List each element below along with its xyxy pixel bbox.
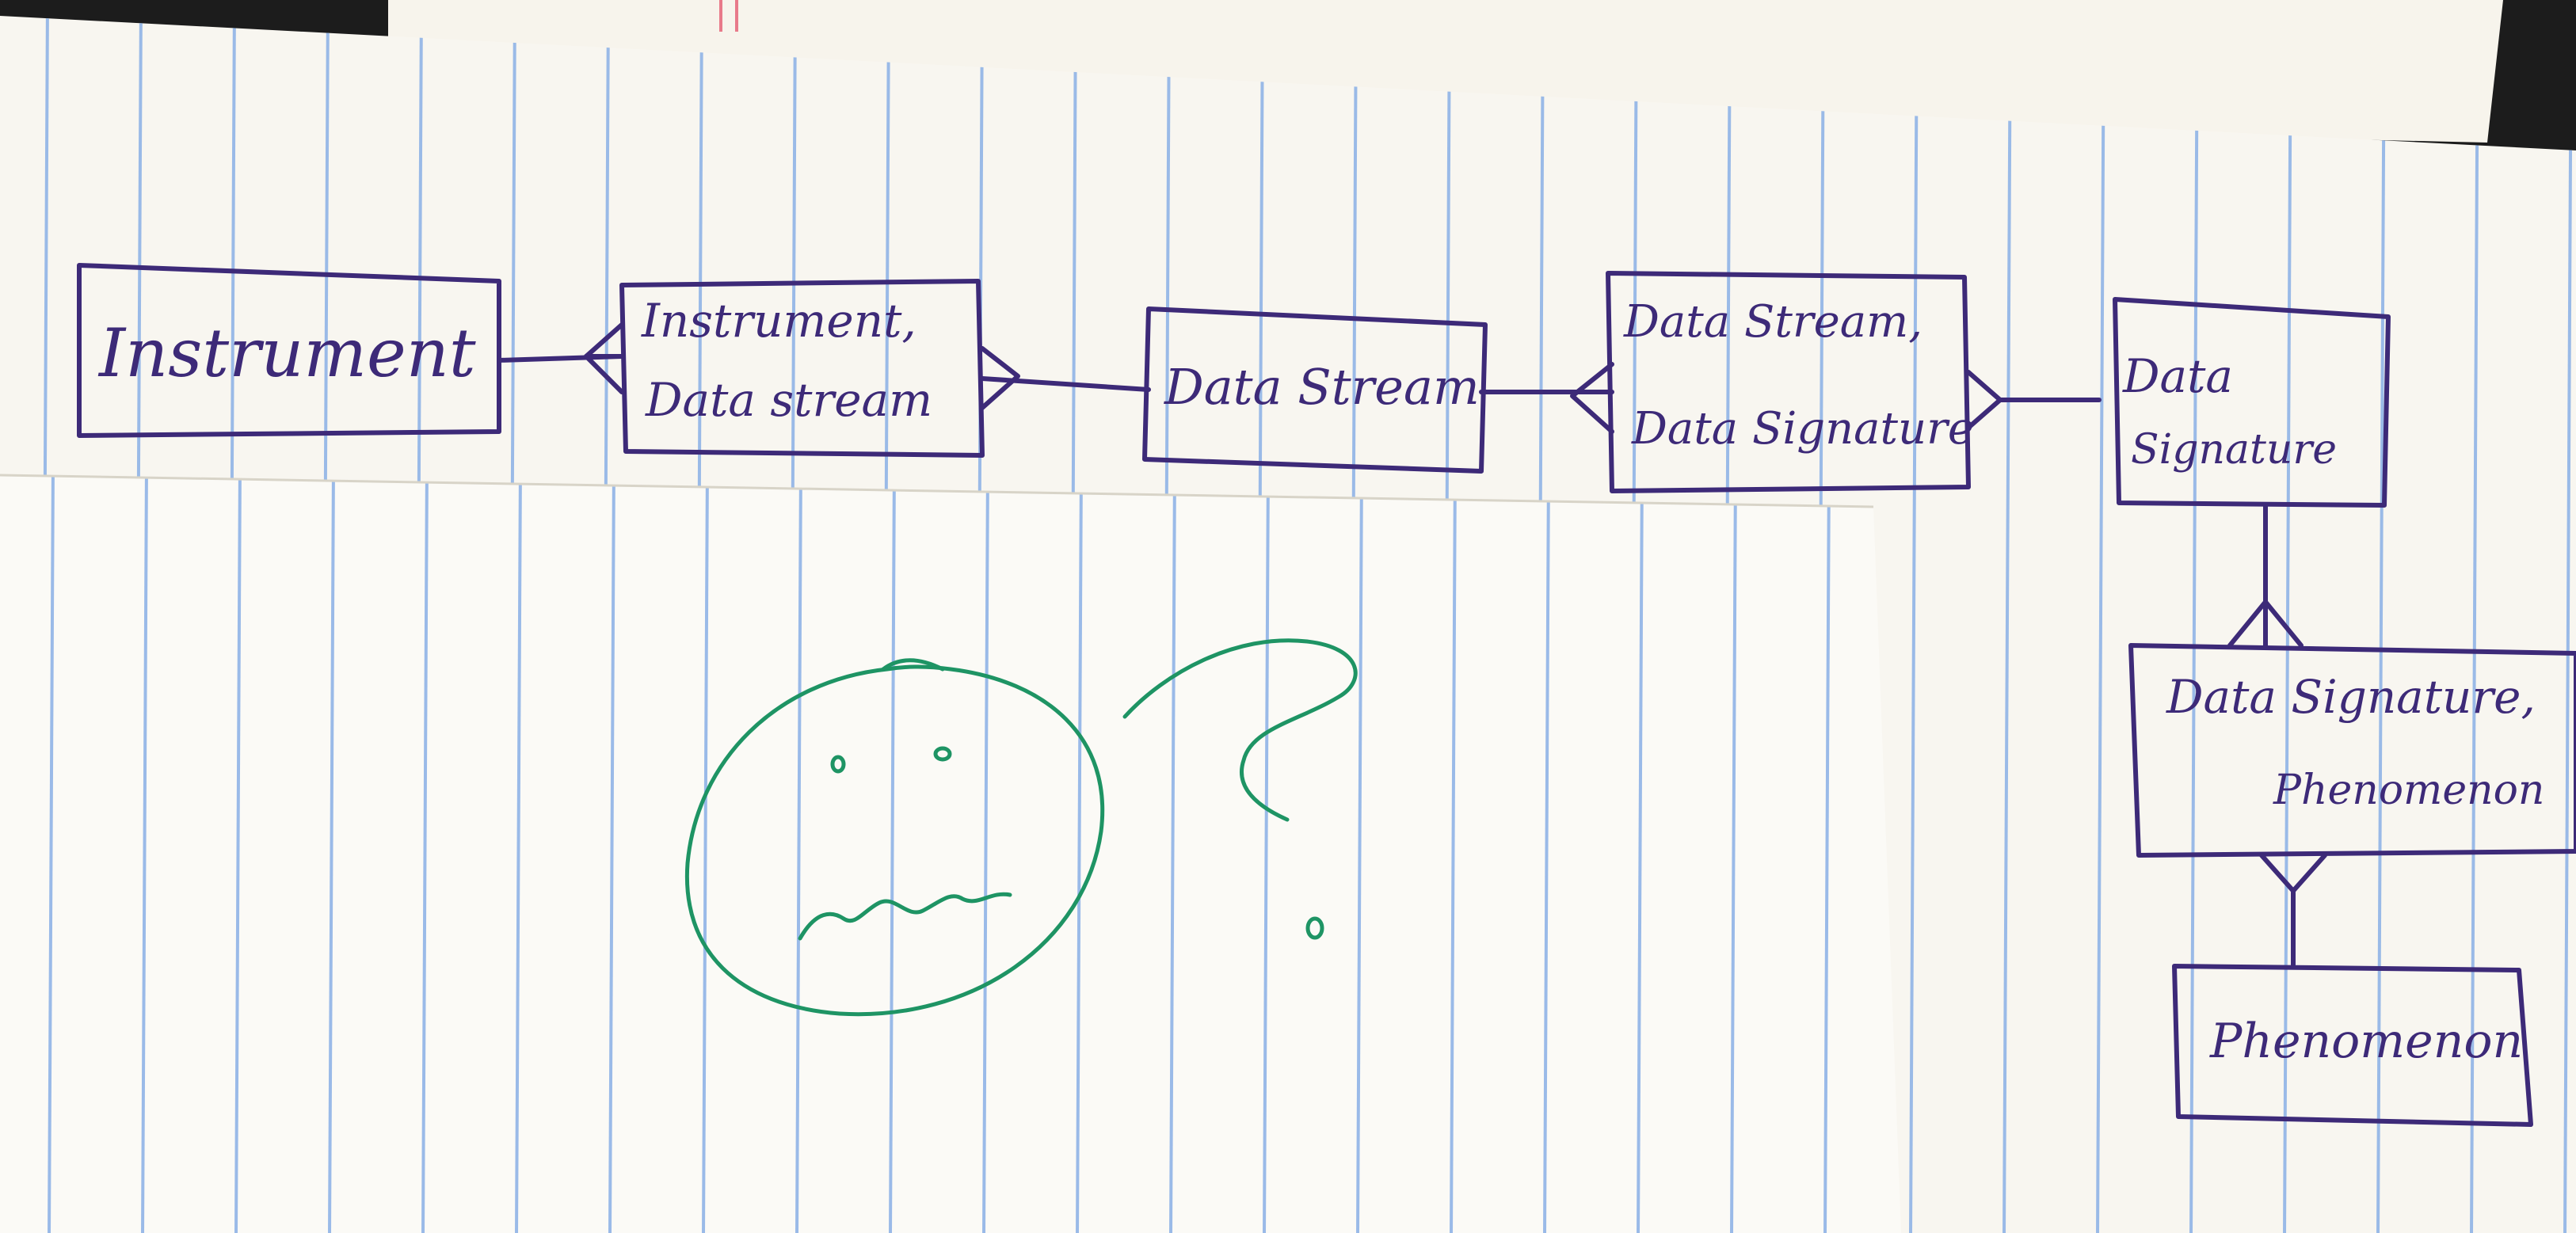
relationship-lines — [497, 322, 2327, 969]
entity-labels: Instrument Instrument, Data stream Data … — [97, 294, 2544, 1069]
label-signature-phenomenon-line2: Phenomenon — [2273, 767, 2544, 814]
label-instrument-data-stream-line1: Instrument, — [641, 294, 916, 348]
question-mark-icon — [1122, 638, 1358, 940]
sad-face-icon — [684, 658, 1105, 1017]
entity-instrument-data-stream — [619, 279, 985, 458]
entity-phenomenon — [2172, 964, 2533, 1127]
label-data-signature-line1: Data — [2122, 349, 2233, 403]
label-instrument-data-stream-line2: Data stream — [645, 373, 932, 427]
label-phenomenon: Phenomenon — [2209, 1014, 2523, 1069]
entity-data-stream — [1142, 306, 1488, 474]
er-diagram — [77, 263, 2576, 1127]
sad-face-question-mark-icon — [684, 638, 1358, 1017]
lined-paper-bottom — [0, 474, 1901, 1233]
entity-data-signature — [2113, 297, 2391, 508]
label-data-signature-line2: Signature — [2131, 426, 2337, 474]
entity-instrument — [77, 263, 501, 438]
label-data-stream: Data Stream — [1164, 358, 1480, 416]
label-data-stream-signature-line2: Data Signature — [1631, 403, 1974, 455]
label-instrument: Instrument — [97, 314, 476, 392]
label-data-stream-signature-line1: Data Stream, — [1623, 296, 1922, 348]
label-signature-phenomenon-line1: Data Signature, — [2166, 670, 2536, 724]
entity-data-stream-data-signature — [1606, 271, 1971, 493]
entity-data-signature-phenomenon — [2128, 643, 2576, 858]
